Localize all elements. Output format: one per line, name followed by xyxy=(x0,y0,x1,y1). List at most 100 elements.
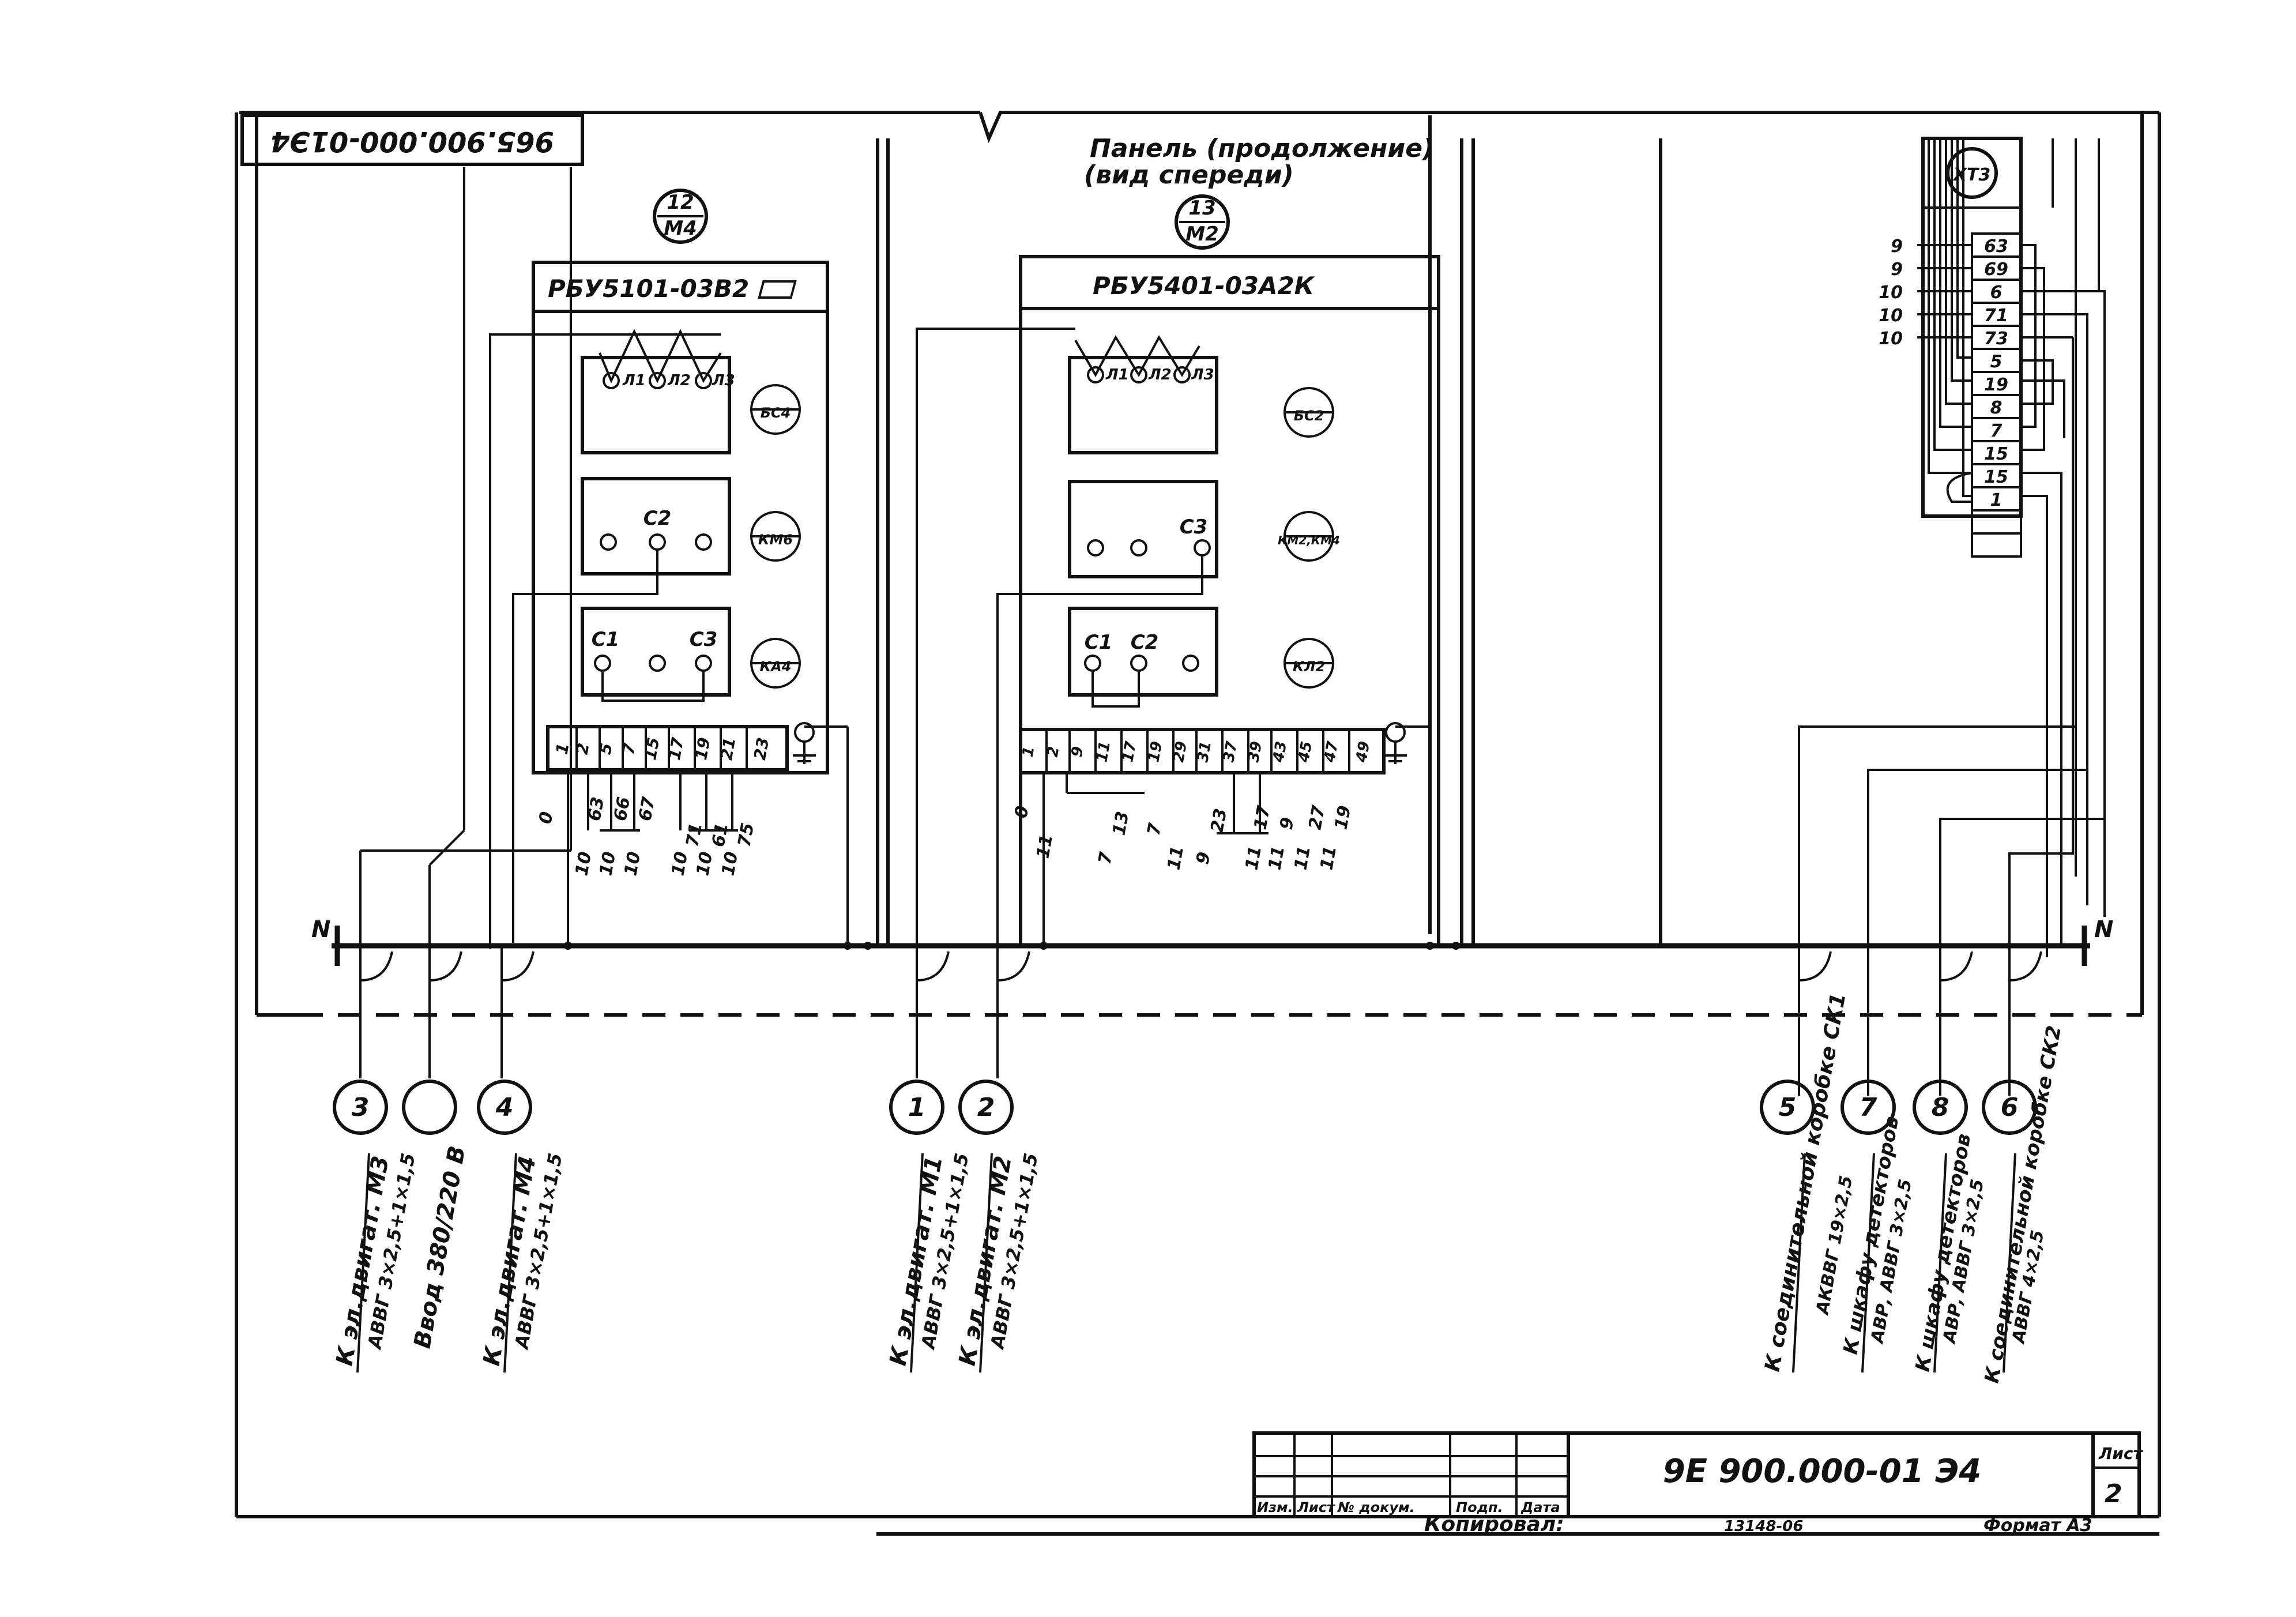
unit-2-terminal-5: 17 xyxy=(1119,739,1140,764)
unit-1-wire-5-bot: 10 xyxy=(692,850,717,877)
unit-1-pos: 12 xyxy=(667,191,694,214)
tb-doc-code: 9Е 900.000-01 Э4 xyxy=(1663,1453,1982,1490)
tb-sheet-number: 2 xyxy=(2105,1479,2122,1509)
xt3-cell-2: 69 xyxy=(1984,260,2008,280)
unit-2-relay-3-c1: С1 xyxy=(1085,631,1113,654)
unit-2-motor: М2 xyxy=(1185,223,1219,246)
unit-1-terminals: 1 2 5 7 15 17 19 21 23 xyxy=(552,727,773,770)
unit-1-wire-3-top: 67 xyxy=(635,795,659,822)
xt3-left-label-1: 9 xyxy=(1891,236,1903,257)
title-block: Изм. Лист № докум. Подп. Дата 9Е 900.000… xyxy=(876,1431,2159,1536)
unit-1-wire-5-top: 61 xyxy=(708,821,732,848)
xt3-cell-9: 7 xyxy=(1990,421,2003,441)
panel-header: Панель (продолжение) (вид спереди) xyxy=(1084,134,1434,190)
unit-1-wire-3-bot: 10 xyxy=(620,850,645,877)
cable-9: 6 К соединительной коробке СК2 АВВГ 4×2,… xyxy=(1980,1024,2066,1385)
doc-code-stamp: 965.900.000-01Э4 xyxy=(240,114,584,166)
unit-2-wire-5-bot: 11 xyxy=(1264,844,1289,871)
unit-1-wire-1-bot: 10 xyxy=(571,850,596,877)
unit-2-terminal-8: 31 xyxy=(1194,740,1215,764)
unit-2-phase-2: Л2 xyxy=(1148,366,1172,383)
unit-1-relay-2-tag: КМ6 xyxy=(758,532,793,548)
neutral-bus: N N xyxy=(311,916,2113,966)
tb-sheet-label: Лист xyxy=(2098,1444,2143,1463)
unit-1-terminal-8: 21 xyxy=(717,736,739,761)
unit-2-pos: 13 xyxy=(1188,197,1215,220)
unit-2-terminal-6: 19 xyxy=(1145,740,1166,764)
unit-2-relay-3-c2: С2 xyxy=(1131,631,1159,654)
xt3-cell-5: 73 xyxy=(1984,329,2008,349)
unit-1-wire-2-top: 66 xyxy=(610,795,634,822)
cable-2: Ввод 380/220 В xyxy=(402,1080,471,1351)
tb-header-sign: Подп. xyxy=(1456,1499,1503,1516)
unit-2-relay-2-tag: КМ2,КМ4 xyxy=(1278,533,1340,547)
doc-code-rotated: 965.900.000-01Э4 xyxy=(270,125,554,157)
unit-1-wire-2-bot: 10 xyxy=(596,850,620,877)
unit-1-phase-3: Л3 xyxy=(712,372,735,389)
unit-1-wire-4-top: 71 xyxy=(682,821,706,848)
cable-8: 8 К шкафу детекторов АВР, АВВГ 3×2,5 xyxy=(1911,1080,1988,1374)
unit-2-wire-3-top: 23 xyxy=(1207,807,1231,834)
unit-2-wire-labels: 0 11 13 7 7 11 23 9 17 11 9 11 27 11 19 … xyxy=(1011,773,1355,946)
unit-1-motor: М4 xyxy=(664,217,697,240)
xt3-cell-6: 5 xyxy=(1990,352,2003,372)
unit-2-relay-2-c3: С3 xyxy=(1180,516,1208,539)
panel-subtitle: (вид спереди) xyxy=(1084,160,1294,190)
unit-1-terminal-4: 7 xyxy=(619,741,639,755)
cable-1-num: 3 xyxy=(352,1093,370,1122)
field-cable-routing xyxy=(1798,337,2105,1096)
unit-2-wire-0-bot: 11 xyxy=(1033,833,1057,860)
xt3-cell-3: 6 xyxy=(1990,283,2003,303)
feeder-lines xyxy=(359,167,572,949)
tb-format: Формат А3 xyxy=(1983,1516,2092,1536)
tb-copied-by: Копировал: xyxy=(1424,1513,1564,1536)
unit-2-terminal-12: 45 xyxy=(1295,740,1316,764)
xt3-left-label-5: 10 xyxy=(1879,329,1903,349)
unit-1-relay-3-tag: КА4 xyxy=(760,659,792,675)
unit-2-wire-3-bot: 9 xyxy=(1192,851,1214,866)
xt3-cells: 63 69 6 71 73 5 19 8 7 15 15 1 xyxy=(1971,232,2022,558)
unit-1-wire-0-top: 0 xyxy=(535,810,557,826)
xt3-left-label-4: 10 xyxy=(1879,306,1903,326)
unit-2-wire-2-bot: 11 xyxy=(1164,844,1188,871)
unit-2-terminal-11: 43 xyxy=(1270,740,1290,764)
unit-2-wire-0-top: 0 xyxy=(1011,804,1033,820)
unit-1-wire-6-top: 75 xyxy=(734,821,758,848)
unit-1-terminal-6: 17 xyxy=(665,736,687,762)
tb-header-date: Дата xyxy=(1520,1499,1560,1516)
cable-drops xyxy=(359,946,2042,1078)
xt3-cell-1: 63 xyxy=(1984,236,2008,257)
sheet-frame xyxy=(235,111,2161,1518)
unit-2-wire-4-top: 17 xyxy=(1250,804,1274,831)
cable-6: 5 К соединительной коробке СК1 АКВВГ 19×… xyxy=(1760,991,1857,1374)
cable-3-num: 4 xyxy=(495,1093,514,1122)
unit-1-terminal-9: 23 xyxy=(750,736,773,761)
xt3-cell-12: 1 xyxy=(1990,490,2003,510)
unit-1-relay-3-c3: С3 xyxy=(690,628,718,651)
unit-1-relay-2-c2: С2 xyxy=(643,507,672,530)
cable-2-desc: Ввод 380/220 В xyxy=(409,1144,471,1351)
bus-label-left: N xyxy=(311,916,330,943)
cable-9-num: 6 xyxy=(2001,1093,2019,1122)
unit-2-wire-5-top: 9 xyxy=(1276,816,1298,832)
unit-2-terminal-14: 49 xyxy=(1353,740,1373,764)
unit-2-terminal-1: 1 xyxy=(1019,745,1038,758)
xt3-cell-7: 19 xyxy=(1984,375,2008,395)
unit-2-wire-6-bot: 11 xyxy=(1290,844,1315,871)
xt3-cell-10: 15 xyxy=(1984,444,2008,464)
unit-2-wire-2-top: 7 xyxy=(1143,822,1165,837)
cable-4: 1 К эл.двигат. М1 АВВГ 3×2,5+1×1,5 xyxy=(885,1080,973,1368)
unit-2-terminal-2: 2 xyxy=(1044,745,1063,758)
xt3-left-label-2: 9 xyxy=(1891,260,1903,280)
unit-1-model: РБУ5101-03В2 xyxy=(548,274,749,303)
cable-callouts: 3 К эл.двигат. М3 АВВГ 3×2,5+1×1,5 Ввод … xyxy=(332,991,2066,1385)
unit-1-relay-1-tag: БС4 xyxy=(761,405,791,421)
unit-2-terminal-13: 47 xyxy=(1321,739,1342,764)
unit-2-wire-1-top: 13 xyxy=(1109,810,1133,837)
unit-2-wire-4-bot: 11 xyxy=(1241,844,1266,871)
unit-2-phase-1: Л1 xyxy=(1105,366,1129,383)
terminal-block-xt3: ХТ3 63 69 6 71 73 5 19 8 7 xyxy=(1879,137,2106,957)
cable-4-num: 1 xyxy=(908,1093,926,1122)
panel-title: Панель (продолжение) xyxy=(1090,134,1434,163)
